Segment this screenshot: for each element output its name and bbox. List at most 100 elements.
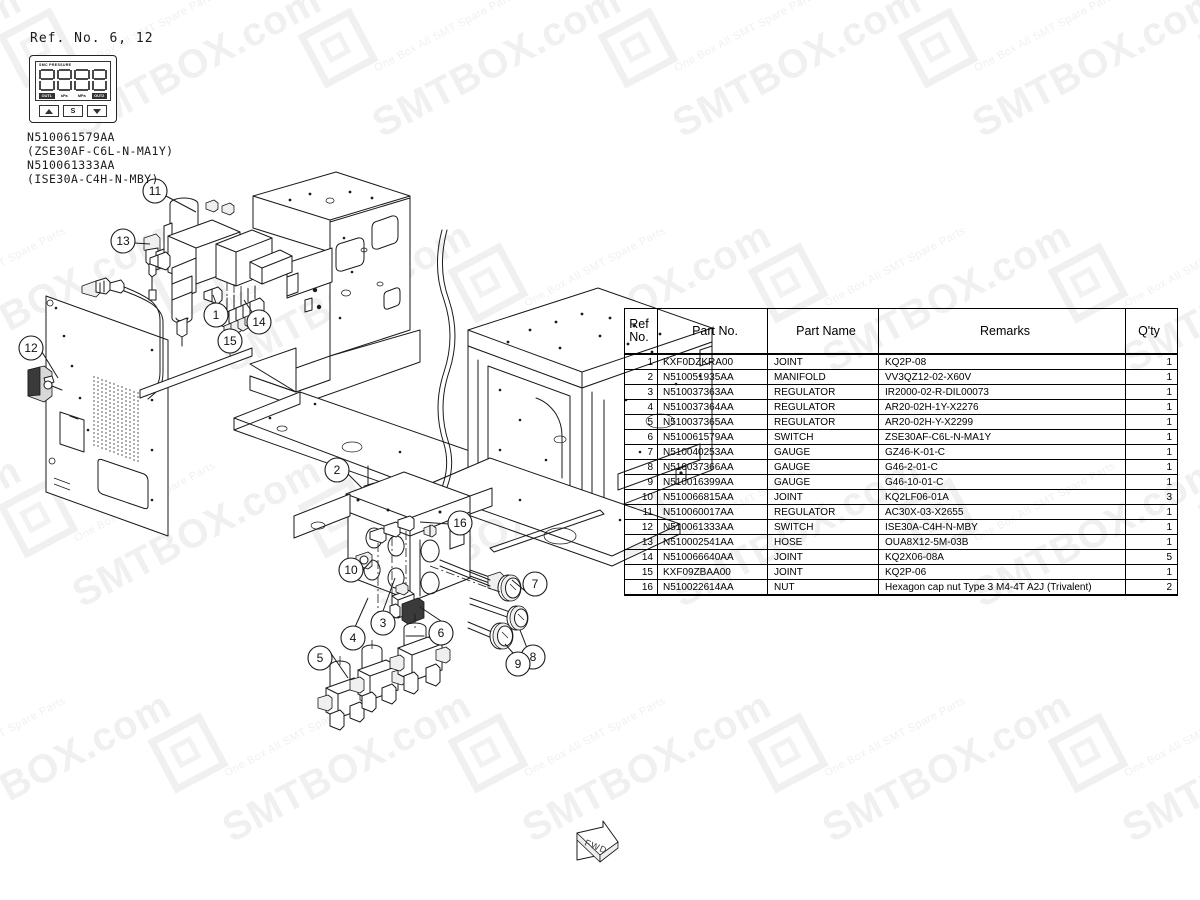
callout-15[interactable]: 15 [217,328,243,354]
part-16-cap-nut [423,524,437,538]
cell-part-name: GAUGE [767,459,879,475]
cell-ref-no: 12 [624,519,658,535]
left-side-panel [45,295,169,537]
cell-part-no: N510040253AA [657,444,768,460]
cell-qty: 1 [1125,444,1178,460]
cell-qty: 1 [1125,519,1178,535]
cell-qty: 1 [1125,369,1178,385]
callout-5[interactable]: 5 [307,645,333,671]
reference-part-line-4: (ISE30A-C4H-N-MBY) [27,172,159,186]
svg-text:11: 11 [149,184,162,198]
label-out2: OUT2 [91,93,107,99]
callout-3[interactable]: 3 [370,610,396,636]
callout-2[interactable]: 2 [324,457,350,483]
cell-part-no: KXF09ZBAA00 [657,564,768,580]
cell-qty: 1 [1125,353,1178,370]
svg-text:5: 5 [317,651,324,665]
seven-segment-digits [39,69,107,91]
reference-title: Ref. No. 6, 12 [30,31,154,46]
cell-ref-no: 2 [624,369,658,385]
reference-part-line-1: N510061579AA [27,130,115,144]
switch-display-screen: SMC PRESSURE [35,61,111,101]
col-header-part-no: Part No. [657,308,768,355]
cell-remarks: G46-2-01-C [878,459,1126,475]
digit-4 [91,69,107,91]
digit-2 [56,69,72,91]
cell-part-name: JOINT [767,353,879,370]
cell-qty: 5 [1125,549,1178,565]
cell-part-name: JOINT [767,549,879,565]
cell-part-name: NUT [767,579,879,596]
callout-10[interactable]: 10 [338,557,364,583]
up-arrow-icon [39,105,59,117]
cell-part-no: N510002541AA [657,534,768,550]
cell-part-name: GAUGE [767,444,879,460]
ref-header-line2: No. [629,330,649,344]
cell-part-no: N510022614AA [657,579,768,596]
cell-qty: 1 [1125,399,1178,415]
cell-part-name: SWITCH [767,519,879,535]
cell-ref-no: 15 [624,564,658,580]
cell-remarks: AC30X-03-X2655 [878,504,1126,520]
callout-leader-lines [41,195,531,679]
display-unit-labels: OUT1 kPa MPa OUT2 [39,93,107,99]
callout-4[interactable]: 4 [340,625,366,651]
svg-text:6: 6 [438,626,445,640]
cell-qty: 1 [1125,459,1178,475]
digit-3 [74,69,90,91]
cell-remarks: KQ2LF06-01A [878,489,1126,505]
cell-remarks: IR2000-02-R-DIL00073 [878,384,1126,400]
pressure-switch-illustration: SMC PRESSURE [29,55,117,123]
svg-text:14: 14 [252,315,266,329]
cell-remarks: GZ46-K-01-C [878,444,1126,460]
cell-remarks: G46-10-01-C [878,474,1126,490]
callout-7[interactable]: 7 [522,571,548,597]
cell-part-name: JOINT [767,564,879,580]
cell-ref-no: 3 [624,384,658,400]
cell-qty: 1 [1125,414,1178,430]
part-7-gauge [469,569,522,602]
callout-13[interactable]: 13 [110,228,136,254]
cell-qty: 1 [1125,384,1178,400]
part-12-switch-body [27,365,63,403]
cell-ref-no: 14 [624,549,658,565]
switch-brand-label: SMC PRESSURE [39,63,72,67]
cell-qty: 1 [1125,429,1178,445]
cell-remarks: Hexagon cap nut Type 3 M4-4T A2J (Trival… [878,579,1126,596]
callout-6[interactable]: 6 [428,620,454,646]
callout-14[interactable]: 14 [246,309,272,335]
callout-1[interactable]: 1 [203,302,229,328]
cell-remarks: AR20-02H-Y-X2299 [878,414,1126,430]
cell-part-no: KXF0DZKRA00 [657,353,768,370]
part-11-regulator-unit [149,197,293,347]
svg-text:4: 4 [350,631,357,645]
cell-qty: 1 [1125,534,1178,550]
table-header-row: Ref No. Part No. Part Name Remarks Q'ty [624,308,1178,355]
part-4-regulator [349,640,407,713]
cell-ref-no: 7 [624,444,658,460]
svg-text:12: 12 [24,341,38,355]
callout-16[interactable]: 16 [447,510,473,536]
cell-ref-no: 11 [624,504,658,520]
reference-part-line-3: N510061333AA [27,158,115,172]
label-out1: OUT1 [39,93,55,99]
callout-9[interactable]: 9 [505,651,531,677]
set-button: S [63,105,83,117]
callout-11[interactable]: 11 [142,178,168,204]
switch-button-row: S [35,104,111,118]
svg-text:7: 7 [532,577,539,591]
cell-part-no: N510037365AA [657,414,768,430]
col-header-ref-no: Ref No. [624,308,658,355]
cell-qty: 1 [1125,504,1178,520]
svg-text:16: 16 [453,516,467,530]
col-header-qty: Q'ty [1125,308,1178,355]
callout-12[interactable]: 12 [18,335,44,361]
cell-ref-no: 4 [624,399,658,415]
